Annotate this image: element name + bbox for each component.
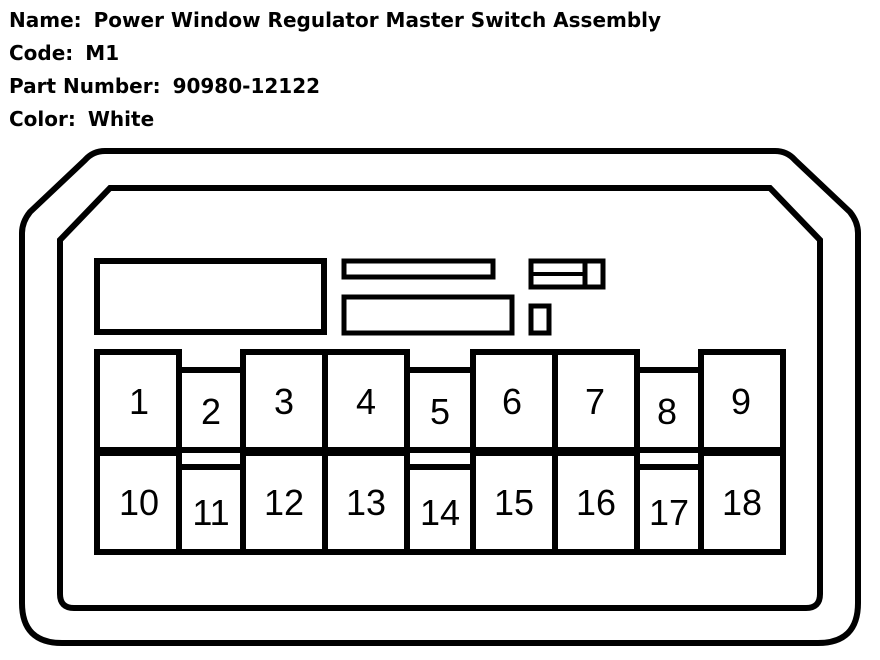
pin-label-2: 2 [201, 391, 221, 432]
pin-label-4: 4 [356, 381, 376, 422]
pin-label-15: 15 [494, 482, 534, 523]
pin-label-14: 14 [420, 492, 460, 533]
pin-label-9: 9 [731, 381, 751, 422]
name-label: Name: [9, 8, 82, 32]
pin-label-11: 11 [192, 492, 229, 533]
code-label: Code: [9, 41, 74, 65]
pin-label-3: 3 [274, 381, 294, 422]
pin-label-8: 8 [657, 391, 677, 432]
part-number-label: Part Number: [9, 74, 161, 98]
thin-key-slot [341, 258, 496, 280]
pin-label-16: 16 [576, 482, 616, 523]
color-row: Color: White [9, 103, 661, 136]
pin-cavity-18 [698, 450, 786, 555]
small-key-slot [528, 303, 552, 336]
pin-label-13: 13 [346, 482, 386, 523]
name-row: Name: Power Window Regulator Master Switc… [9, 4, 661, 37]
pin-label-7: 7 [585, 381, 605, 422]
part-number-row: Part Number: 90980-12122 [9, 70, 661, 103]
name-value: Power Window Regulator Master Switch Ass… [93, 8, 662, 32]
connector-inner-housing [57, 185, 823, 611]
large-key-slot [94, 258, 327, 335]
pin-label-18: 18 [722, 482, 762, 523]
pin-label-10: 10 [119, 482, 159, 523]
code-value: M1 [85, 41, 120, 65]
pin-label-6: 6 [502, 381, 522, 422]
connector-info: Name: Power Window Regulator Master Switc… [9, 4, 661, 136]
code-row: Code: M1 [9, 37, 661, 70]
pin-label-1: 1 [129, 381, 149, 422]
mid-key-slot [341, 294, 515, 336]
pin-label-17: 17 [649, 492, 689, 533]
connector-outer-housing [19, 148, 861, 646]
pin-label-12: 12 [264, 482, 304, 523]
color-value: White [87, 107, 155, 131]
color-label: Color: [9, 107, 76, 131]
part-number-value: 90980-12122 [172, 74, 321, 98]
pin-label-5: 5 [430, 391, 450, 432]
